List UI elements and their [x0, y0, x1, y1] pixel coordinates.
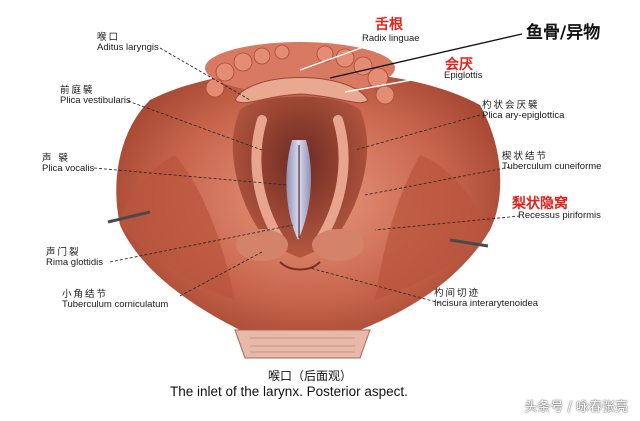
label-tub-cuneiforme-la: Tuberculum cuneiforme [502, 160, 602, 172]
label-aditus: 喉口 Aditus laryngis [97, 33, 159, 53]
lingual-tonsil-bumps [205, 44, 395, 105]
label-plica-vocalis-cn: 声 襞 [42, 153, 71, 164]
pin-left [107, 210, 151, 224]
label-plica-vest-la: Plica vestibularis [60, 94, 131, 106]
label-epiglottis-cn: 会厌 [445, 57, 473, 73]
label-incisura-la: Incisura interarytenoidea [434, 297, 539, 309]
esophagus-rings [250, 337, 355, 353]
label-recessus-la: Recessus piriformis [518, 210, 601, 221]
label-epiglottis-la: Epiglottis [444, 70, 483, 81]
right-wall-flap [375, 155, 490, 300]
label-radix-la: Radix linguae [362, 33, 420, 44]
label-tub-cuneiforme-cn: 楔状结节 [502, 151, 549, 162]
label-aditus-la: Aditus laryngis [97, 41, 159, 53]
label-tub-cuneiforme: 楔状结节 Tuberculum cuneiforme [502, 152, 601, 172]
label-tub-cornic-cn: 小角结节 [62, 289, 109, 300]
label-incisura: 杓间切迹 Incisura interarytenoidea [434, 289, 538, 309]
label-plica-vest: 前庭襞 Plica vestibularis [60, 86, 131, 106]
caption-en: The inlet of the larynx. Posterior aspec… [170, 384, 408, 399]
label-plica-ary-cn: 杓状会厌襞 [482, 100, 540, 111]
label-rima-la: Rima glottidis [46, 256, 104, 268]
label-recessus-cn: 梨状隐窝 [512, 196, 568, 212]
interarytenoid-notch [279, 261, 321, 271]
caption-cn: 喉口（后面观） [268, 369, 353, 383]
label-plica-ary: 杓状会厌襞 Plica ary-epiglottica [482, 101, 564, 121]
label-plica-vest-cn: 前庭襞 [60, 85, 95, 96]
label-radix-cn: 舌根 [375, 17, 403, 33]
leader-epiglottis [344, 72, 451, 93]
epiglottis [234, 77, 369, 104]
label-rima: 声门裂 Rima glottidis [46, 248, 103, 268]
leader-radix [299, 43, 373, 71]
label-radix: Radix linguae [362, 34, 420, 44]
label-recessus: Recessus piriformis [518, 211, 601, 221]
foreign-body-label: 鱼骨/异物 [526, 23, 601, 43]
leader-foreign-body [329, 33, 523, 79]
label-aditus-cn: 喉口 [97, 32, 121, 43]
label-epiglottis: Epiglottis [444, 71, 483, 81]
label-plica-ary-la: Plica ary-epiglottica [482, 109, 565, 121]
label-rima-cn: 声门裂 [46, 247, 81, 258]
vestibular-fold-left [251, 115, 285, 245]
leader-lines [93, 47, 521, 304]
label-tub-cornic-la: Tuberculum corniculatum [62, 298, 169, 310]
label-plica-vocalis: 声 襞 Plica vocalis [42, 154, 94, 174]
label-plica-vocalis-la: Plica vocalis [42, 162, 95, 174]
pin-right [449, 238, 489, 248]
label-tub-cornic: 小角结节 Tuberculum corniculatum [62, 290, 168, 310]
corniculate-right [312, 229, 364, 261]
vestibular-fold-right [315, 115, 349, 245]
label-incisura-cn: 杓间切迹 [434, 288, 481, 299]
watermark: 头条号 / 咏春张亮 [524, 400, 628, 415]
left-wall-flap [120, 155, 235, 300]
corniculate-left [236, 229, 288, 261]
esophagus-stump [234, 329, 371, 359]
